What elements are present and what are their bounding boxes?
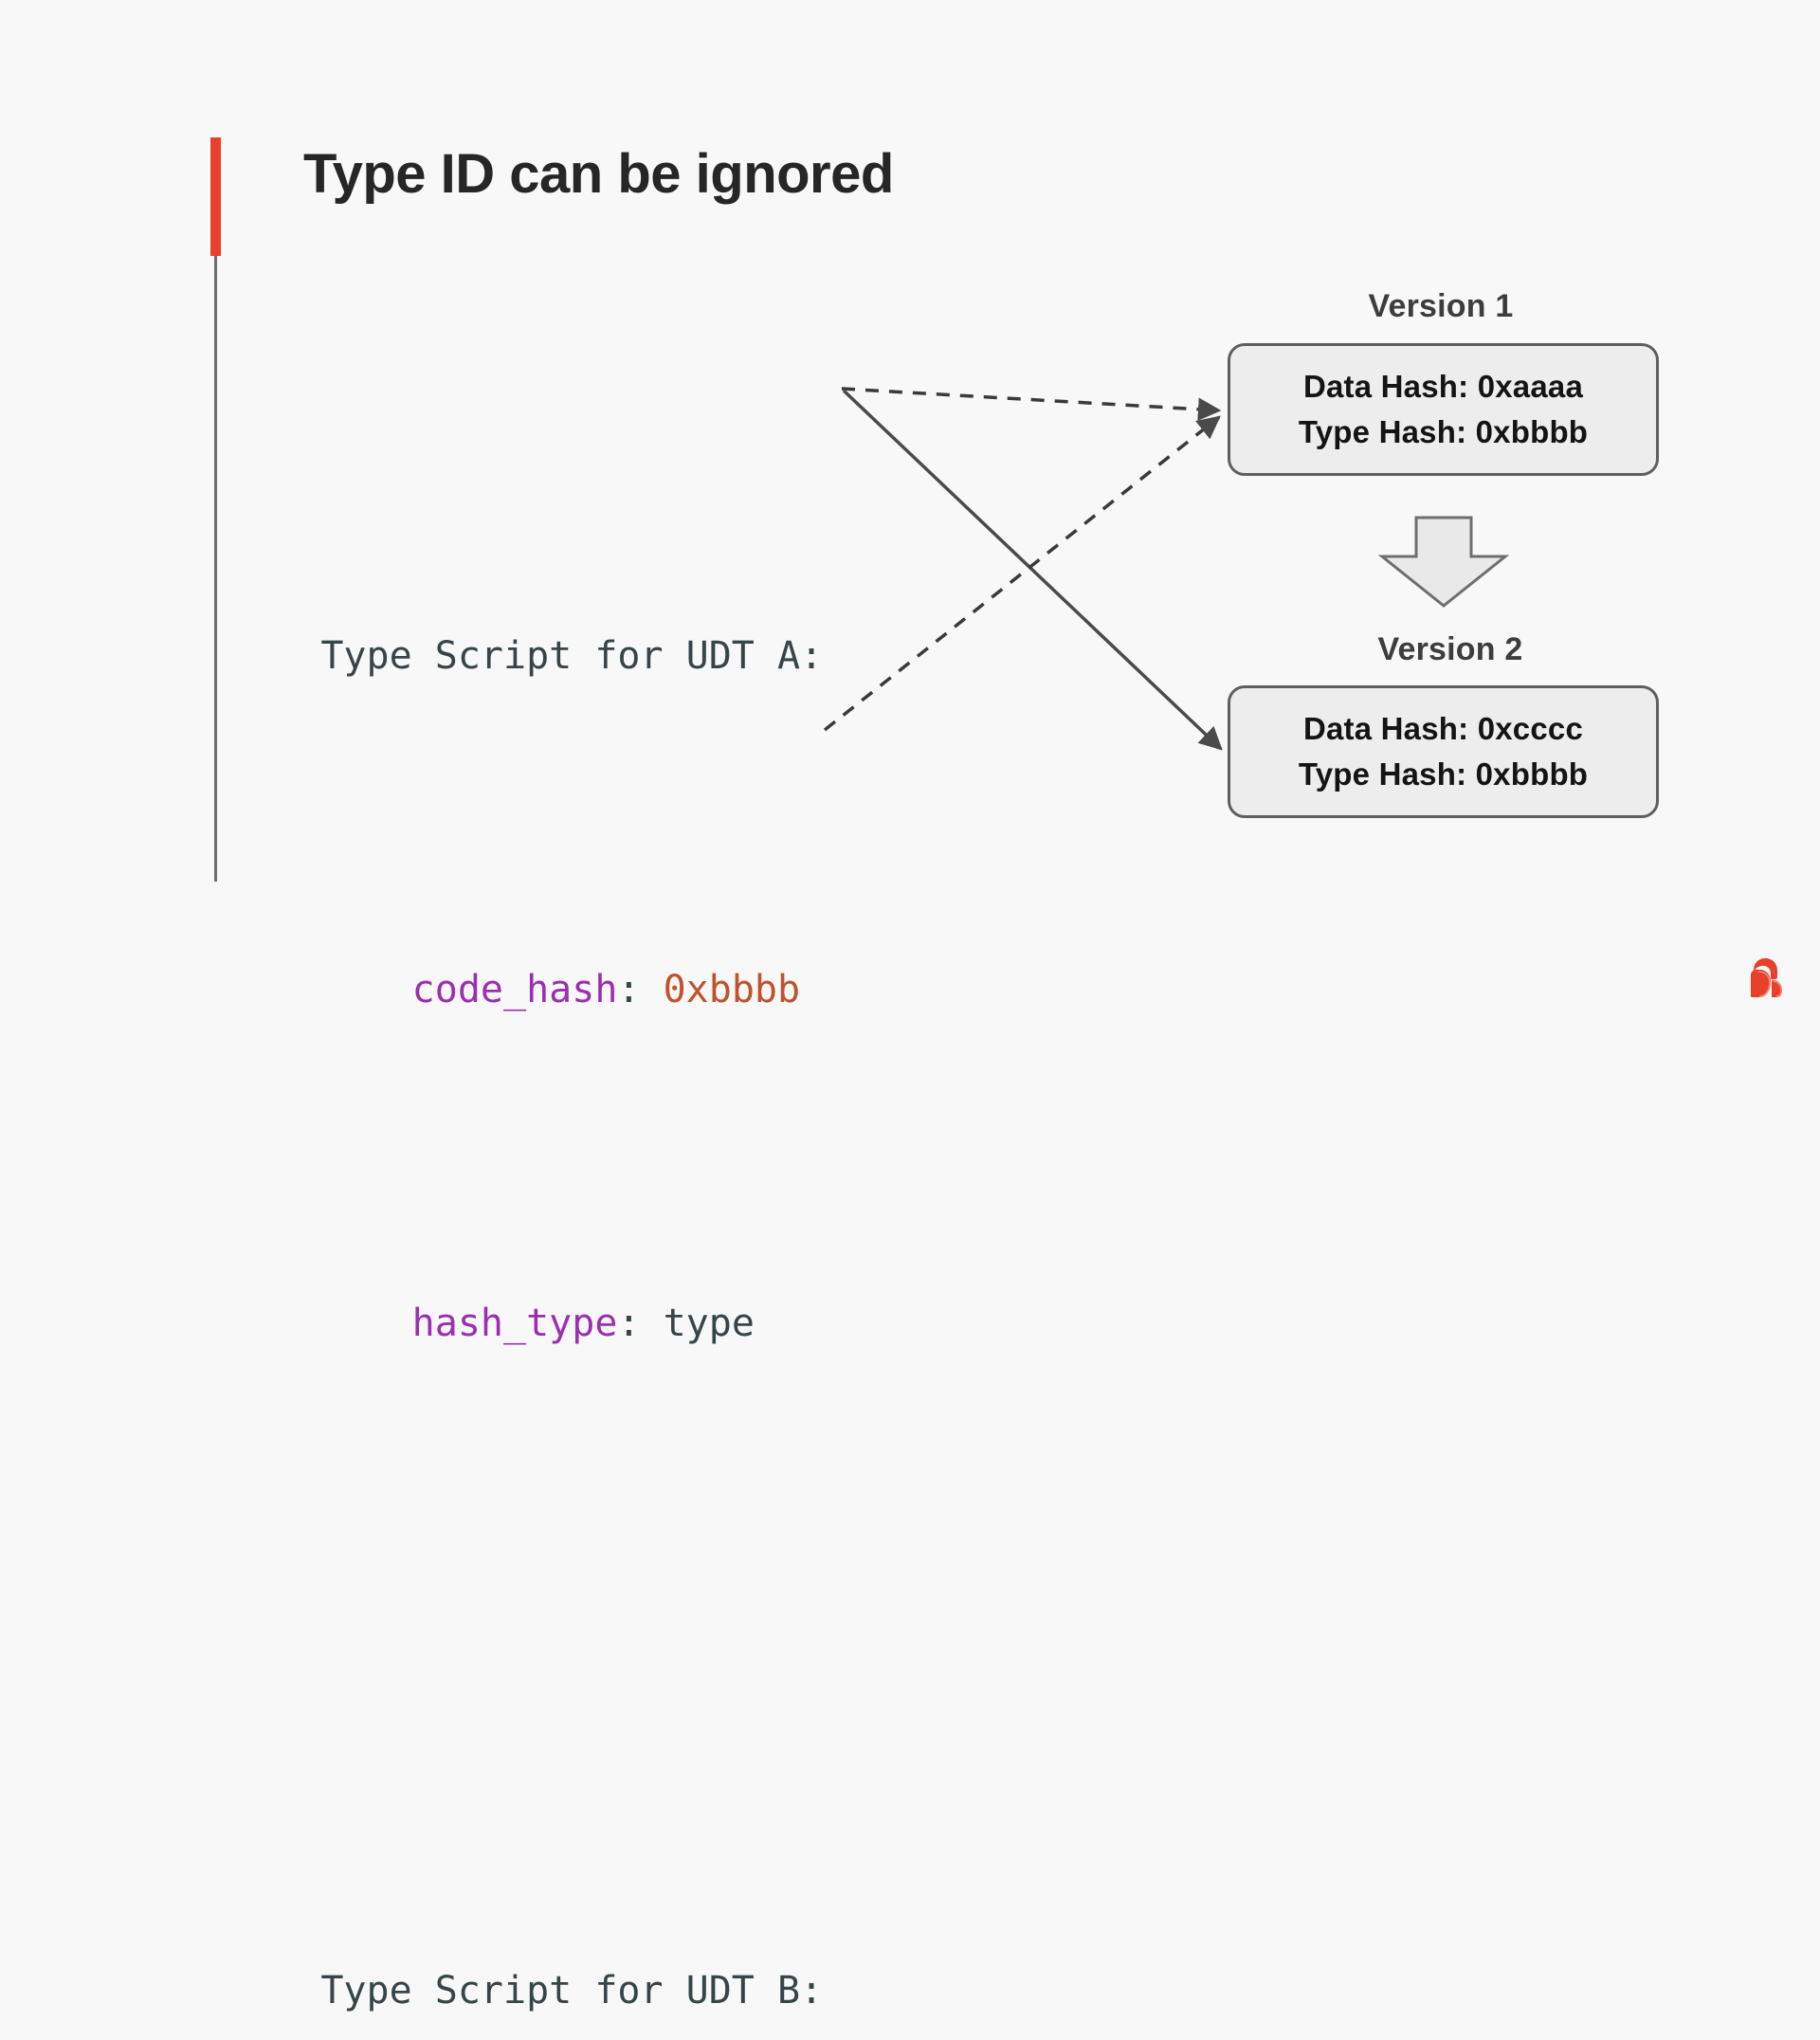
connector-bbbb-to-version2 (842, 389, 1223, 751)
code-block-a-header: Type Script for UDT A: (229, 531, 823, 678)
page-title: Type ID can be ignored (303, 143, 894, 205)
title-accent-bar (210, 137, 221, 256)
code-key-code-hash: code_hash (411, 968, 618, 1011)
version-transition-block-arrow (1377, 516, 1510, 608)
connector-bbbb-to-version1 (841, 387, 1222, 421)
version-1-type-hash: Type Hash: 0xbbbb (1298, 414, 1589, 449)
connector-aaaa-to-version1 (823, 415, 1221, 732)
code-block-b-header: Type Script for UDT B: (229, 1866, 823, 2013)
version-2-data-hash: Data Hash: 0xcccc (1302, 711, 1584, 746)
version-1-card: Data Hash: 0xaaaa Type Hash: 0xbbbb (1228, 343, 1659, 476)
code-spacer (229, 1532, 823, 1615)
version-1-label: Version 1 (1368, 288, 1514, 324)
code-listing: Type Script for UDT A: code_hash: 0xbbbb… (229, 281, 823, 2040)
code-header-text: Type Script for UDT B: (320, 1969, 824, 2013)
code-value-code-hash: 0xbbbb (663, 968, 801, 1011)
version-2-type-hash: Type Hash: 0xbbbb (1298, 756, 1589, 792)
version-2-card: Data Hash: 0xcccc Type Hash: 0xbbbb (1228, 685, 1659, 818)
version-1-data-hash: Data Hash: 0xaaaa (1302, 369, 1584, 404)
code-value-hash-type: type (663, 1302, 755, 1345)
code-key-hash-type: hash_type (411, 1302, 618, 1345)
code-block-a-field-code-hash: code_hash: 0xbbbb (229, 865, 823, 1011)
code-header-text: Type Script for UDT A: (320, 634, 824, 678)
code-separator: : (617, 1302, 664, 1345)
nervos-gorilla-logo (1751, 957, 1782, 997)
code-separator: : (617, 968, 664, 1011)
code-block-a-field-hash-type: hash_type: type (229, 1198, 823, 1345)
version-2-label: Version 2 (1377, 631, 1523, 667)
content-rail-line (214, 256, 217, 882)
